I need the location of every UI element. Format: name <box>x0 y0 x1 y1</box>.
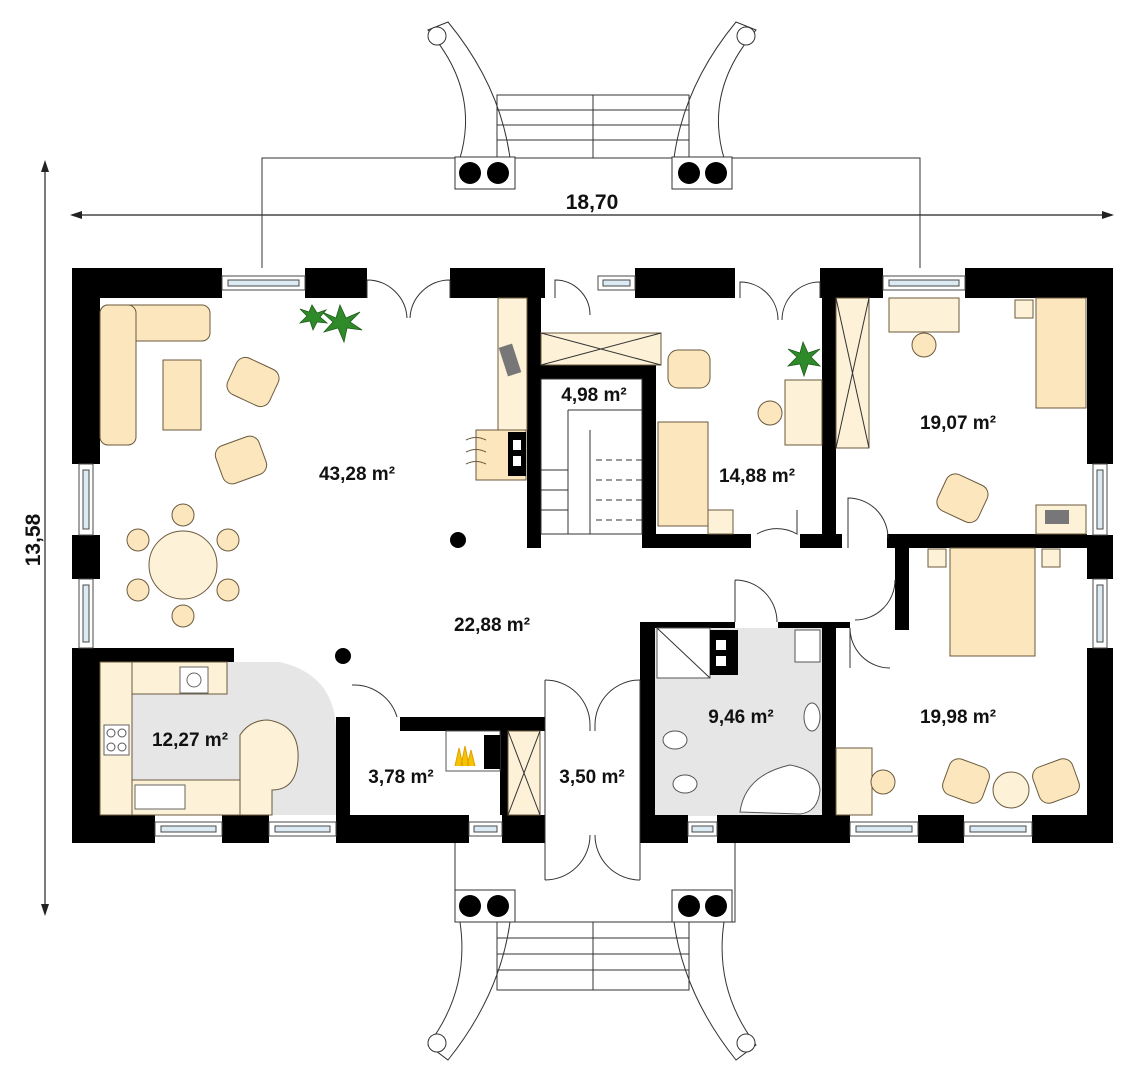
dimension-width: 18,70 <box>70 191 1114 219</box>
exterior-walls <box>72 268 1113 843</box>
plant-icon <box>298 303 363 344</box>
area-boiler: 3,78 m² <box>368 767 433 788</box>
area-living: 43,28 m² <box>319 464 395 485</box>
area-bedroom-ne: 19,07 m² <box>920 413 996 434</box>
area-vestibule: 3,50 m² <box>559 767 624 788</box>
bedroom-ne-furniture <box>835 297 1087 535</box>
area-bedroom-e: 19,98 m² <box>920 707 996 728</box>
interior-walls <box>100 268 1087 815</box>
height-label: 13,58 <box>22 513 45 566</box>
north-terrace <box>261 21 921 268</box>
area-kitchen: 12,27 m² <box>152 730 228 751</box>
service-fixtures <box>445 730 541 816</box>
width-label: 18,70 <box>566 191 619 214</box>
area-bathroom: 9,46 m² <box>708 707 773 728</box>
bathroom-fixtures <box>656 627 821 815</box>
south-terrace <box>427 843 757 1061</box>
bedroom-e-furniture <box>835 547 1080 816</box>
staircase <box>540 378 643 535</box>
area-study: 14,88 m² <box>719 466 795 487</box>
doors <box>351 279 896 881</box>
living-furniture <box>99 297 528 628</box>
windows <box>78 275 1108 837</box>
kitchen-furniture <box>99 661 299 816</box>
dimension-height: 13,58 <box>22 160 49 916</box>
area-stair: 4,98 m² <box>561 385 626 406</box>
area-labels: 43,28 m² 22,88 m² 12,27 m² 4,98 m² 14,88… <box>152 385 996 788</box>
area-hall: 22,88 m² <box>454 615 530 636</box>
study-furniture <box>540 332 823 535</box>
